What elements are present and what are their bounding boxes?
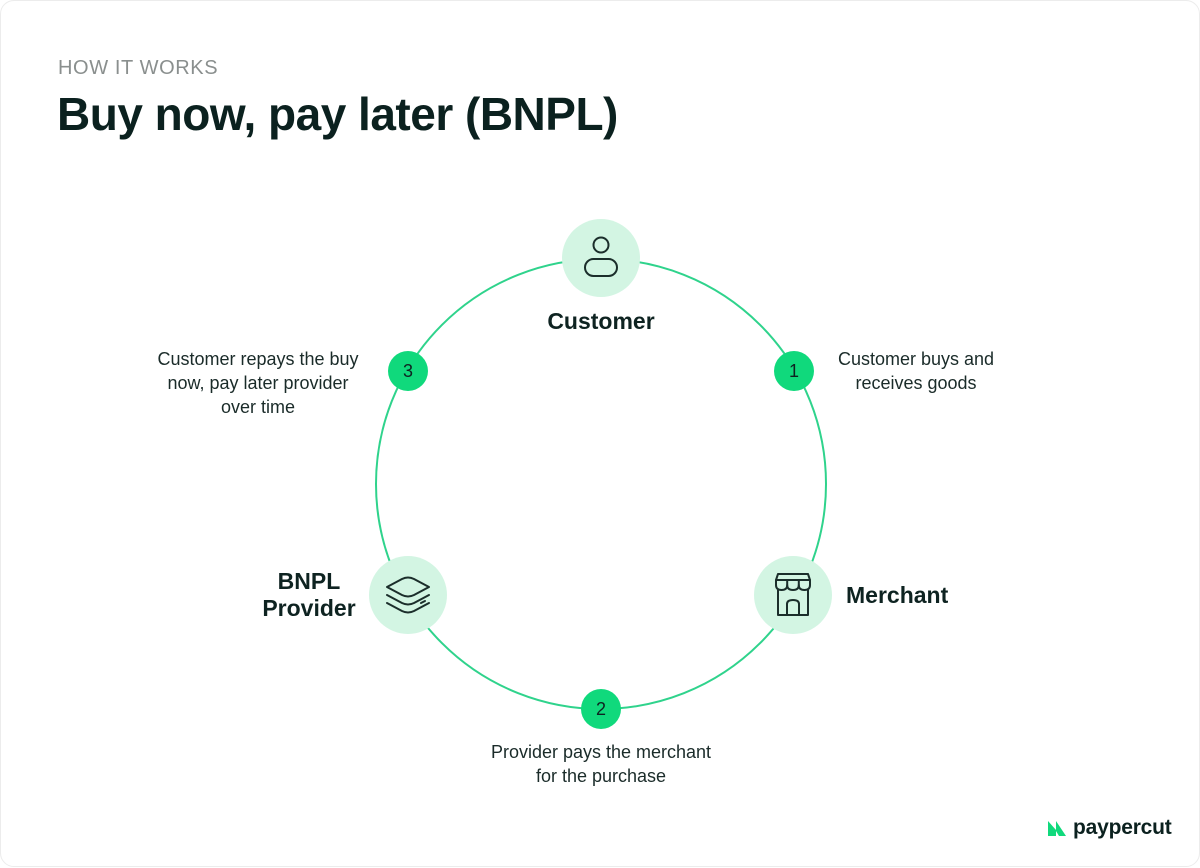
step-2-line-1: Provider pays the merchant xyxy=(490,742,712,762)
step-badge-1: 1 xyxy=(774,351,814,391)
step-number-3: 3 xyxy=(403,361,413,381)
step-1-line-2: receives goods xyxy=(855,373,977,393)
step-number-2: 2 xyxy=(596,699,606,719)
person-icon xyxy=(584,236,618,277)
eyebrow-label: HOW IT WORKS xyxy=(58,57,219,79)
stacked-layers-icon xyxy=(386,576,430,614)
node-merchant xyxy=(754,556,832,634)
page-title: Buy now, pay later (BNPL) xyxy=(57,88,618,140)
step-number-1: 1 xyxy=(789,361,799,381)
step-badge-3: 3 xyxy=(388,351,428,391)
node-customer xyxy=(562,219,640,297)
step-3-description: Customer repays the buy now, pay later p… xyxy=(157,347,358,419)
provider-label-line-2: Provider xyxy=(262,595,356,621)
brand-lockup: paypercut xyxy=(1047,816,1172,840)
provider-label-line-1: BNPL xyxy=(277,568,341,594)
step-3-line-1: Customer repays the buy xyxy=(157,349,359,369)
step-badge-2: 2 xyxy=(581,689,621,729)
paypercut-logo-icon xyxy=(1048,821,1066,836)
node-provider xyxy=(369,556,447,634)
step-1-line-1: Customer buys and xyxy=(837,349,995,369)
brand-name: paypercut xyxy=(1073,816,1172,839)
storefront-icon xyxy=(775,573,811,616)
step-3-line-2: now, pay later provider xyxy=(167,373,349,393)
customer-label: Customer xyxy=(547,308,655,334)
step-1-description: Customer buys and receives goods xyxy=(838,347,994,395)
step-2-line-2: for the purchase xyxy=(535,766,667,786)
merchant-label: Merchant xyxy=(846,582,949,608)
step-3-line-3: over time xyxy=(220,397,296,417)
step-2-description: Provider pays the merchant for the purch… xyxy=(491,740,711,788)
provider-label: BNPL Provider xyxy=(262,568,355,622)
